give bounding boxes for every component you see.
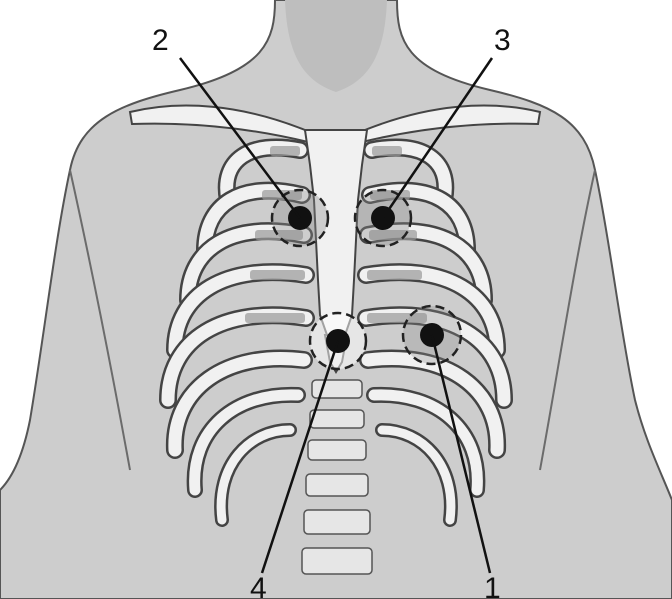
callout-label-1: 1 <box>484 572 501 599</box>
callout-label-4: 4 <box>250 572 267 599</box>
callout-label-2: 2 <box>152 24 169 57</box>
callout-label-3: 3 <box>494 24 511 57</box>
